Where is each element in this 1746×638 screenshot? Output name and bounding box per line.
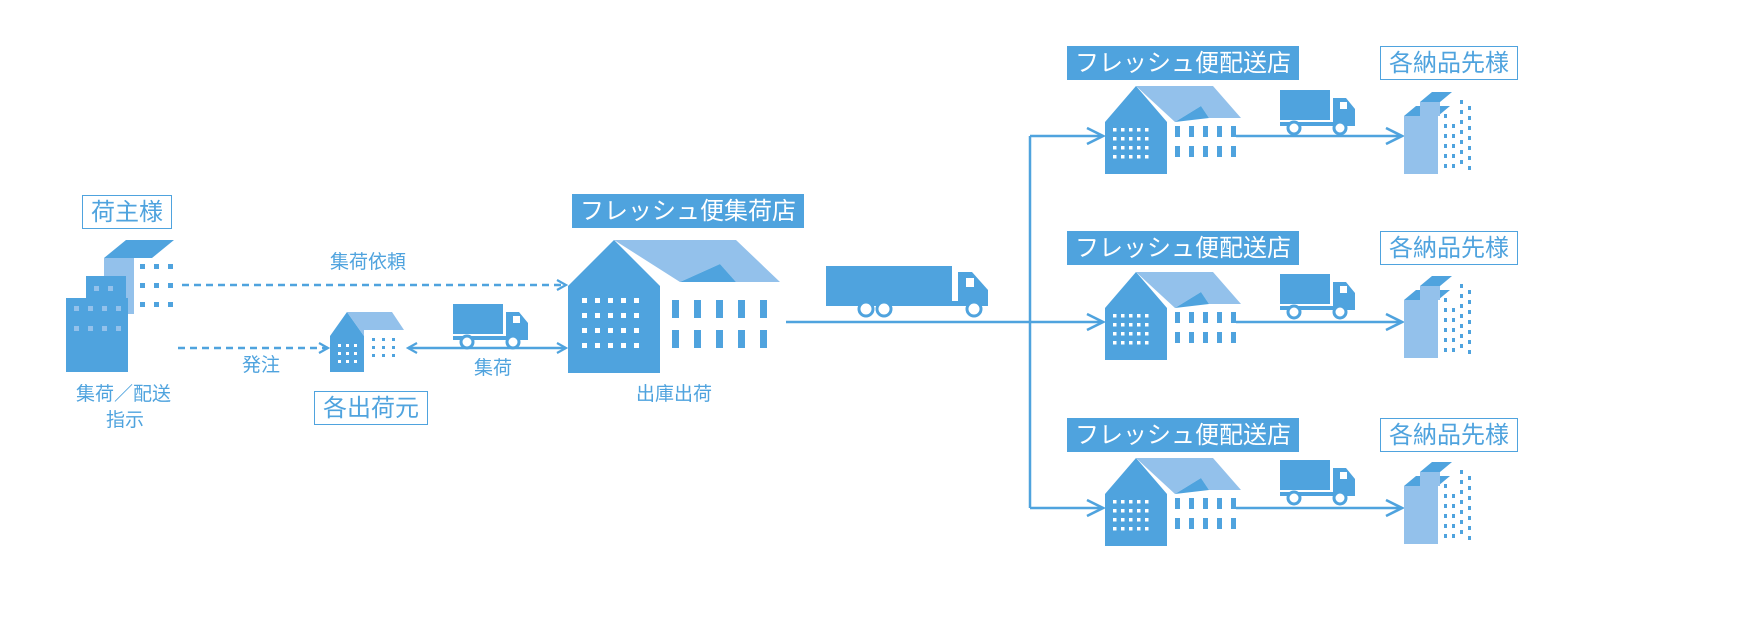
- pickup-label: 集荷: [474, 357, 513, 379]
- delivery-store-label-1: フレッシュ便配送店: [1067, 46, 1299, 80]
- delivery-store-label-3: フレッシュ便配送店: [1067, 418, 1299, 452]
- delivery-store-icon: [1105, 458, 1241, 546]
- order-label: 発注: [242, 354, 281, 376]
- instruction-caption-line1: 集荷／配送: [76, 383, 172, 405]
- office-building-icon: [66, 240, 176, 372]
- recipient-label-3: 各納品先様: [1380, 418, 1518, 452]
- destination-building-icon: [1404, 462, 1471, 544]
- origin-warehouse-icon: [330, 312, 404, 372]
- hub-label: フレッシュ便集荷店: [572, 194, 804, 228]
- truck-icon: [1278, 88, 1357, 136]
- pickup-request-label: 集荷依頼: [330, 251, 407, 273]
- instruction-caption-line2: 指示: [106, 409, 145, 431]
- destination-building-icon: [1404, 276, 1471, 358]
- shipper-label: 荷主様: [82, 195, 172, 229]
- truck-icon: [1278, 272, 1357, 320]
- shipping-label: 出庫出荷: [636, 383, 713, 405]
- recipient-label-1: 各納品先様: [1380, 46, 1518, 80]
- truck-icon: [451, 302, 530, 350]
- hub-warehouse-icon: [568, 240, 780, 373]
- delivery-row-3: [1105, 458, 1471, 546]
- delivery-store-icon: [1105, 86, 1241, 174]
- destination-building-icon: [1404, 92, 1471, 174]
- delivery-store-icon: [1105, 272, 1241, 360]
- origin-label: 各出荷元: [314, 391, 428, 425]
- delivery-store-label-2: フレッシュ便配送店: [1067, 231, 1299, 265]
- delivery-row-2: [1105, 272, 1471, 360]
- recipient-label-2: 各納品先様: [1380, 231, 1518, 265]
- delivery-row-1: [1105, 86, 1471, 174]
- truck-icon: [1278, 458, 1357, 506]
- trailer-truck-icon: [826, 266, 988, 318]
